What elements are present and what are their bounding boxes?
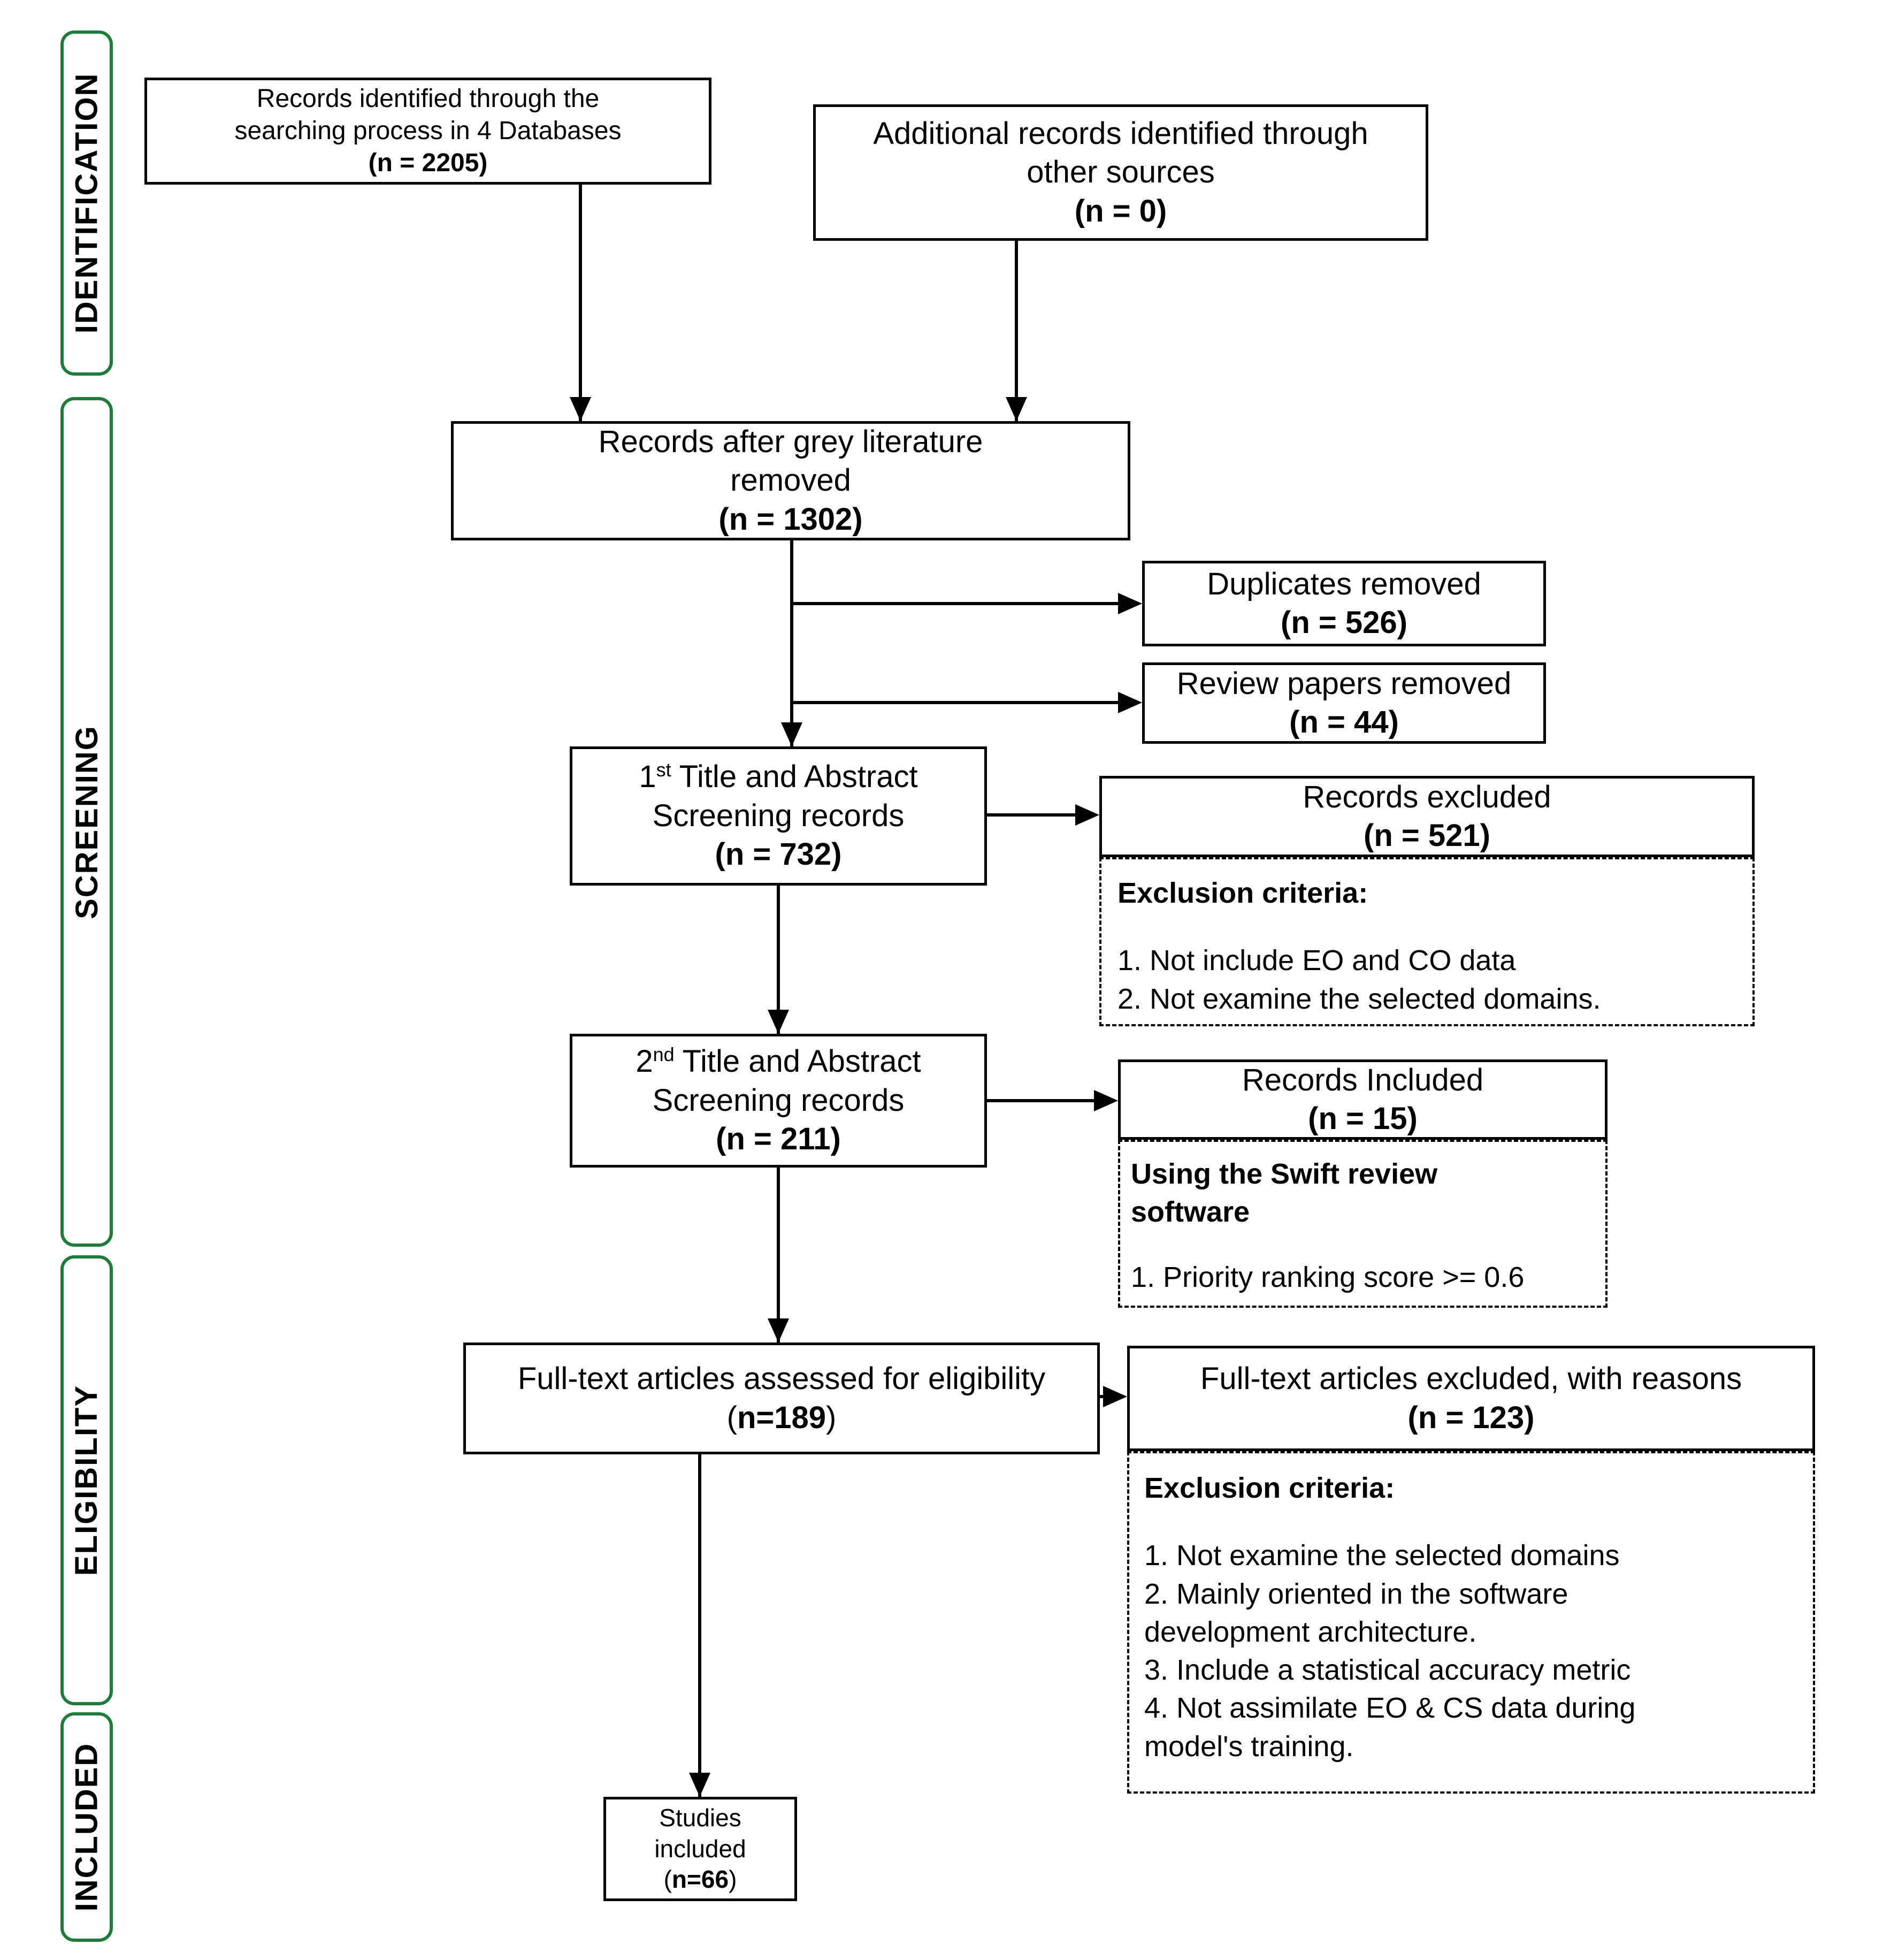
arrowhead-fulltext-to-excluded-icon — [1103, 1386, 1127, 1407]
connector-identified-to-grey-line — [579, 185, 582, 421]
box-additional-records-line1: Additional records identified through — [873, 116, 1368, 151]
arrowhead-branch-review-papers-icon — [1118, 692, 1142, 713]
box-records-included-criteria: Using the Swift review software 1. Prior… — [1118, 1140, 1608, 1308]
connector-branch-review-papers-line — [790, 701, 1119, 704]
box-fulltext-assessed: Full-text articles assessed for eligibil… — [463, 1343, 1100, 1454]
box-grey-literature-removed-line1: Records after grey literature — [598, 424, 983, 459]
box-records-included: Records Included (n = 15) — [1118, 1059, 1608, 1140]
stage-label-eligibility-text: ELIGIBILITY — [69, 1384, 104, 1576]
second-screening-ordinal: 2 — [636, 1044, 653, 1079]
box-duplicates-removed-line1: Duplicates removed — [1207, 566, 1481, 601]
box-records-included-title: Records Included — [1242, 1062, 1484, 1097]
box-second-screening-count: (n = 211) — [716, 1122, 841, 1157]
box-fulltext-assessed-line1: Full-text articles assessed for eligibil… — [517, 1361, 1046, 1396]
connector-second-screening-to-included-line — [987, 1099, 1094, 1102]
fulltext-excluded-criteria-item: 2. Mainly oriented in the software devel… — [1144, 1577, 1568, 1648]
box-additional-records: Additional records identified through ot… — [813, 104, 1428, 241]
box-fulltext-excluded-title: Full-text articles excluded, with reason… — [1200, 1361, 1742, 1396]
records-excluded-criteria-title: Exclusion criteria: — [1117, 877, 1368, 909]
records-excluded-criteria-item: 1. Not include EO and CO data — [1117, 944, 1516, 977]
connector-branch-duplicates-line — [790, 602, 1119, 605]
box-records-excluded: Records excluded (n = 521) — [1099, 776, 1755, 857]
records-included-criteria-title-line2: software — [1131, 1196, 1250, 1229]
connector-first-to-second-screening-line — [777, 886, 780, 1034]
box-records-excluded-count: (n = 521) — [1364, 818, 1490, 853]
studies-included-count-open: ( — [663, 1865, 672, 1894]
box-additional-records-count: (n = 0) — [1074, 193, 1167, 228]
box-second-screening: 2nd Title and Abstract Screening records… — [570, 1034, 987, 1168]
fulltext-assessed-count-open: ( — [726, 1400, 737, 1435]
box-studies-included-line1: Studies included — [654, 1804, 746, 1863]
box-grey-literature-removed-line2: removed — [730, 463, 851, 498]
second-screening-ordinal-suffix: nd — [653, 1043, 675, 1066]
fulltext-excluded-criteria-item: 1. Not examine the selected domains — [1144, 1539, 1620, 1572]
studies-included-count-close: ) — [729, 1865, 737, 1894]
arrowhead-branch-duplicates-icon — [1118, 593, 1142, 614]
box-first-screening: 1st Title and Abstract Screening records… — [570, 746, 987, 886]
box-records-identified-line2: searching process in 4 Databases — [234, 117, 622, 145]
box-first-screening-count: (n = 732) — [715, 837, 842, 872]
box-records-identified-count: (n = 2205) — [368, 149, 488, 177]
box-review-papers-removed: Review papers removed (n = 44) — [1142, 662, 1546, 744]
box-review-papers-removed-count: (n = 44) — [1289, 705, 1399, 739]
box-duplicates-removed-count: (n = 526) — [1281, 605, 1407, 640]
box-records-identified-line1: Records identified through the — [256, 85, 600, 113]
box-fulltext-excluded: Full-text articles excluded, with reason… — [1127, 1346, 1815, 1451]
box-second-screening-line1: 2nd Title and Abstract — [636, 1042, 921, 1081]
stage-label-screening: SCREENING — [60, 397, 113, 1247]
first-screening-ordinal-suffix: st — [656, 759, 671, 781]
connector-fulltext-to-excluded-line — [1100, 1395, 1105, 1398]
arrowhead-additional-to-grey-icon — [1006, 397, 1027, 421]
arrowhead-first-to-second-screening-icon — [768, 1010, 789, 1034]
box-records-identified: Records identified through the searching… — [144, 78, 711, 185]
first-screening-ordinal: 1 — [639, 759, 656, 795]
connector-additional-to-grey-line — [1015, 241, 1018, 421]
connector-first-screening-to-excluded-line — [987, 813, 1076, 817]
box-grey-literature-removed: Records after grey literature removed (n… — [451, 421, 1130, 540]
fulltext-excluded-criteria-item: 4. Not assimilate EO & CS data during mo… — [1144, 1692, 1636, 1763]
box-records-included-count: (n = 15) — [1308, 1101, 1418, 1136]
records-excluded-criteria-item: 2. Not examine the selected domains. — [1117, 982, 1601, 1015]
box-duplicates-removed: Duplicates removed (n = 526) — [1142, 561, 1546, 646]
studies-included-count-value: n=66 — [671, 1865, 729, 1894]
second-screening-line1-rest: Title and Abstract — [674, 1044, 921, 1079]
box-records-excluded-criteria: Exclusion criteria: 1. Not include EO an… — [1099, 857, 1755, 1026]
first-screening-line1-rest: Title and Abstract — [671, 759, 918, 795]
connector-grey-to-first-screening-line — [790, 540, 793, 746]
fulltext-assessed-count-close: ) — [826, 1400, 837, 1435]
records-included-criteria-item: 1. Priority ranking score >= 0.6 — [1131, 1261, 1525, 1293]
stage-label-included-text: INCLUDED — [69, 1742, 104, 1912]
fulltext-assessed-count-value: n=189 — [737, 1400, 826, 1435]
box-fulltext-excluded-criteria: Exclusion criteria: 1. Not examine the s… — [1127, 1451, 1815, 1794]
stage-label-screening-text: SCREENING — [69, 724, 104, 919]
box-grey-literature-removed-count: (n = 1302) — [718, 501, 863, 537]
arrowhead-grey-to-first-screening-icon — [781, 722, 802, 746]
box-review-papers-removed-line1: Review papers removed — [1176, 666, 1512, 701]
arrowhead-second-screening-to-fulltext-icon — [768, 1318, 789, 1343]
stage-label-eligibility: ELIGIBILITY — [60, 1255, 113, 1705]
stage-label-identification: IDENTIFICATION — [60, 30, 113, 376]
box-studies-included-count: (n=66) — [664, 1864, 737, 1895]
connector-second-screening-to-fulltext-line — [777, 1168, 780, 1343]
box-fulltext-assessed-count: (n=189) — [727, 1399, 837, 1438]
arrowhead-second-screening-to-included-icon — [1094, 1090, 1118, 1111]
arrowhead-first-screening-to-excluded-icon — [1075, 804, 1099, 826]
box-first-screening-line1: 1st Title and Abstract — [639, 758, 917, 797]
arrowhead-identified-to-grey-icon — [570, 397, 591, 421]
box-records-excluded-title: Records excluded — [1303, 779, 1551, 814]
box-second-screening-line2: Screening records — [652, 1082, 905, 1118]
fulltext-excluded-criteria-title: Exclusion criteria: — [1144, 1472, 1395, 1504]
records-included-criteria-title-line1: Using the Swift review — [1131, 1158, 1438, 1190]
fulltext-excluded-criteria-item: 3. Include a statistical accuracy metric — [1144, 1654, 1631, 1687]
box-fulltext-excluded-count: (n = 123) — [1407, 1400, 1535, 1435]
stage-label-included: INCLUDED — [60, 1712, 113, 1942]
box-first-screening-line2: Screening records — [652, 798, 905, 833]
box-additional-records-line2: other sources — [1027, 155, 1215, 190]
stage-label-identification-text: IDENTIFICATION — [69, 72, 104, 334]
connector-fulltext-to-studies-line — [698, 1454, 701, 1797]
arrowhead-fulltext-to-studies-icon — [689, 1773, 710, 1797]
box-studies-included: Studies included (n=66) — [603, 1797, 797, 1901]
